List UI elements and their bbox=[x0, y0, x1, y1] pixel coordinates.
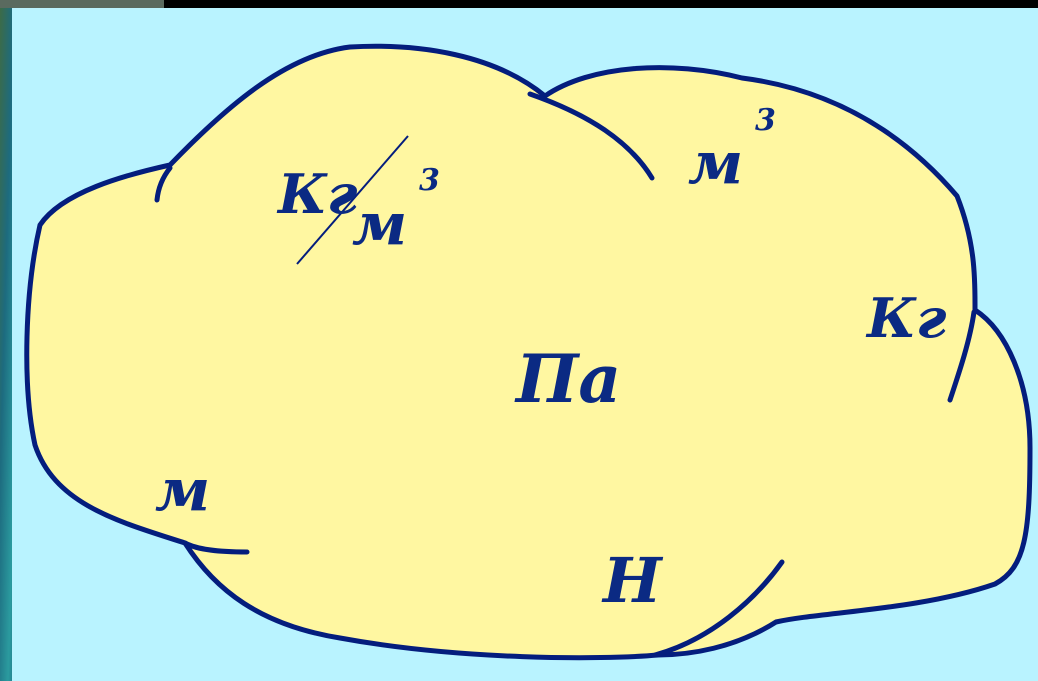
label-m3: м bbox=[688, 129, 743, 197]
label-kg-numerator: Кг bbox=[276, 162, 358, 226]
top-photo-strip bbox=[0, 0, 164, 8]
label-exponent-3: 3 bbox=[419, 163, 440, 198]
label-kg: Кг bbox=[865, 286, 947, 350]
cloud-shape bbox=[24, 43, 1033, 661]
label-m3-exponent: 3 bbox=[755, 103, 776, 138]
label-m: м bbox=[155, 456, 210, 524]
cloud-crease-lower-left bbox=[182, 540, 250, 555]
cloud-crease-right bbox=[947, 309, 977, 403]
cloud-crease-top bbox=[527, 91, 655, 181]
cloud-crease-left bbox=[154, 165, 173, 203]
cloud-crease-bottom bbox=[652, 559, 785, 658]
label-n: Н bbox=[601, 544, 664, 617]
label-m-denominator: м bbox=[352, 190, 407, 258]
label-pa: Па bbox=[514, 340, 621, 418]
fraction-slash bbox=[296, 135, 409, 265]
